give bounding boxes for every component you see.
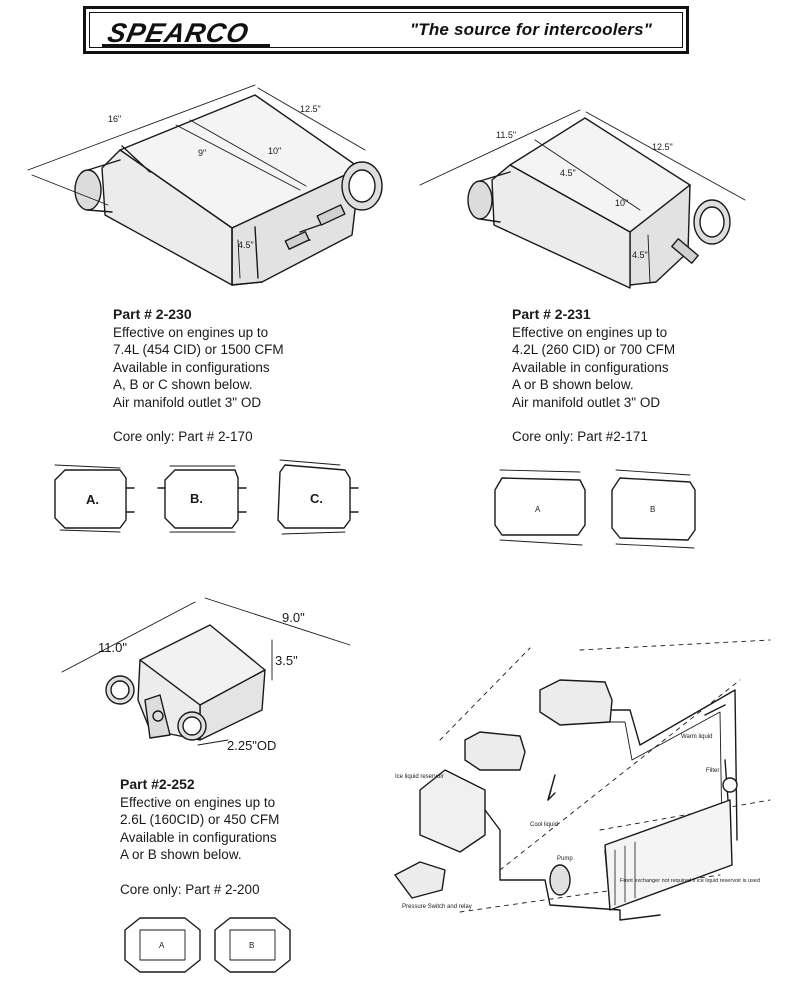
dim-2-252-height: 3.5" xyxy=(275,653,298,668)
dim-2-230-height: 4.5" xyxy=(238,240,254,250)
liquid-cooling-schematic xyxy=(394,639,771,921)
slogan: "The source for intercoolers" xyxy=(410,20,653,39)
dim-2-231-height: 4.5" xyxy=(632,250,648,260)
label-warm-liquid: Warm liquid xyxy=(681,734,712,740)
dim-2-231-inner-b: 10" xyxy=(615,198,628,208)
spec-line: 4.2L (260 CID) or 700 CFM xyxy=(512,342,676,357)
dim-2-252-length: 11.0" xyxy=(98,640,127,655)
spec-line: Available in configurations xyxy=(113,359,270,375)
logo-underline xyxy=(102,44,270,47)
config-2-230-b: B. xyxy=(190,491,203,506)
spec-block-2-230: Part # 2-230 Effective on engines up to … xyxy=(113,306,284,446)
dim-2-231-length: 11.5" xyxy=(496,130,516,140)
spec-line: Air manifold outlet 3" OD xyxy=(512,394,661,410)
label-filter: Filter xyxy=(706,768,719,774)
spec-block-2-231: Part # 2-231 Effective on engines up to … xyxy=(512,306,675,446)
config-2-230-c: C. xyxy=(310,491,323,506)
core-part-number: Core only: Part # 2-170 xyxy=(113,429,253,444)
label-ice-reservoir: Ice liquid reservoir xyxy=(395,774,444,780)
dim-2-230-width: 12.5" xyxy=(300,104,321,114)
label-front-exchanger: Front exchanger not required if ice liqu… xyxy=(620,878,760,884)
spec-line: Air manifold outlet 3" OD xyxy=(113,394,262,410)
label-pressure-switch: Pressure Switch and relay xyxy=(402,904,472,910)
spec-line: A or B shown below. xyxy=(512,377,634,392)
part-title: Part # 2-231 xyxy=(512,306,591,322)
banner-inner-border xyxy=(89,12,683,48)
dim-2-231-width: 12.5" xyxy=(652,142,673,152)
spec-line: Effective on engines up to xyxy=(113,324,269,340)
core-part-number: Core only: Part # 2-200 xyxy=(120,881,260,897)
part-title: Part #2-252 xyxy=(120,776,195,792)
header-banner xyxy=(83,6,689,54)
spec-line: Available in configurations xyxy=(120,829,277,845)
spec-block-2-252: Part #2-252 Effective on engines up to 2… xyxy=(120,776,279,898)
dim-2-231-inner-a: 4.5" xyxy=(560,168,576,178)
spec-line: 7.4L (454 CID) or 1500 CFM xyxy=(113,342,284,357)
intercooler-2-230-drawing xyxy=(27,84,383,286)
config-cores-2-252 xyxy=(124,917,291,973)
label-pump: Pump xyxy=(557,856,573,862)
intercooler-2-252-drawing xyxy=(61,597,351,746)
dim-2-230-inner-b: 10" xyxy=(268,146,281,156)
config-cores-2-231 xyxy=(494,469,696,549)
dim-2-230-length: 16" xyxy=(108,114,121,124)
dim-2-252-outlet: 2.25"OD xyxy=(227,738,276,753)
config-2-230-a: A. xyxy=(86,492,99,507)
config-cores-2-230 xyxy=(54,459,359,535)
dim-2-252-width: 9.0" xyxy=(282,610,305,625)
spec-line: A, B or C shown below. xyxy=(113,377,253,392)
spec-line: A or B shown below. xyxy=(120,847,242,862)
spec-line: Available in configurations xyxy=(512,359,669,375)
core-part-number: Core only: Part #2-171 xyxy=(512,429,648,444)
intercooler-2-231-drawing xyxy=(419,109,746,289)
label-cool-liquid: Cool liquid xyxy=(530,822,558,828)
part-title: Part # 2-230 xyxy=(113,306,192,322)
config-2-231-a: A xyxy=(535,505,541,514)
config-2-252-a: A xyxy=(159,941,165,950)
spec-line: 2.6L (160CID) or 450 CFM xyxy=(120,812,280,827)
dim-2-230-inner-a: 9" xyxy=(198,148,206,158)
config-2-252-b: B xyxy=(249,941,254,950)
spec-line: Effective on engines up to xyxy=(120,794,276,810)
spec-line: Effective on engines up to xyxy=(512,324,668,340)
config-2-231-b: B xyxy=(650,505,655,514)
